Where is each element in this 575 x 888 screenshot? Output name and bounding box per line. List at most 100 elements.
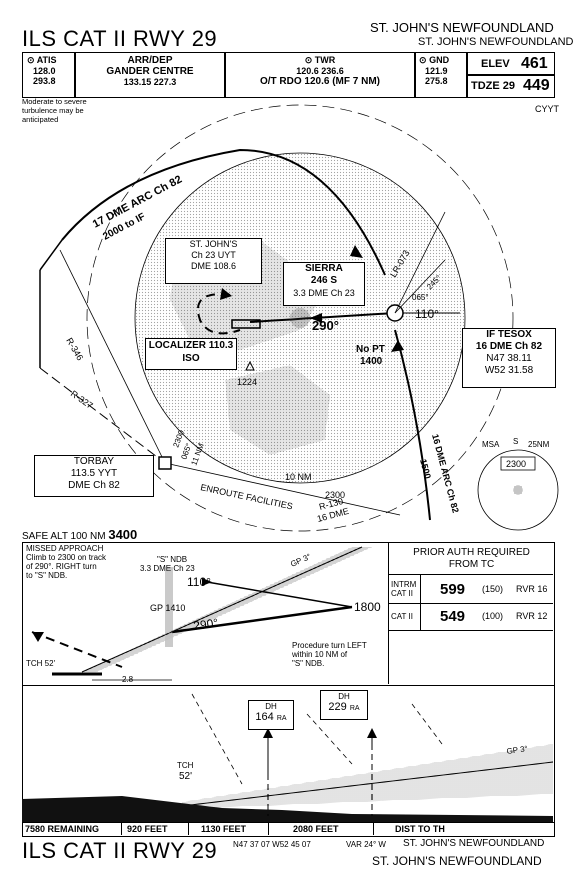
glidepath-line (81, 546, 363, 673)
obstacle-label: 1224 (237, 377, 257, 387)
arc16-altitude: 1500 (418, 458, 433, 480)
tdze-box: TDZE 29 449 (466, 74, 555, 98)
gp-label: GP 3° (289, 552, 312, 569)
no-pt-label: No PT (356, 344, 385, 355)
safe-altitude: SAFE ALT 100 NM 3400 (22, 527, 138, 542)
profile-frame (22, 542, 555, 686)
r130-alt-label: 2300 (325, 490, 345, 500)
terrain-silhouette (22, 796, 553, 822)
dh2-box: DH 229 RA (320, 690, 368, 720)
holding-turn (197, 293, 241, 335)
atis-icon: ⊙ (27, 55, 35, 65)
missed-track (411, 703, 443, 745)
minima-row: CAT II 549 (100) RVR 12 (388, 602, 553, 631)
missed-line3: of 290°. RIGHT turn (26, 562, 97, 571)
footer-location1: ST. JOHN'S NEWFOUNDLAND (403, 838, 545, 849)
radial-065-label: 065° (412, 293, 429, 302)
outbound-course-label: 110° (415, 307, 439, 321)
enroute-label: ENROUTE FACILITIES (200, 482, 294, 511)
missed-arrow-icon (32, 632, 44, 642)
msa-alt-box (500, 456, 536, 471)
location-primary: ST. JOHN'S NEWFOUNDLAND (370, 20, 554, 35)
missed-approach-line (31, 631, 123, 668)
obstacle-icon (245, 360, 255, 371)
glidepath-line (181, 761, 553, 807)
pt-altitude-label: 1800 (354, 600, 381, 614)
radial-346-label: R-346 (64, 336, 85, 362)
terrain-patch (225, 365, 330, 455)
torbay-box: TORBAY 113.5 YYT DME Ch 82 (34, 455, 154, 497)
gp-altitude-label: GP 1410 (150, 603, 185, 613)
dh1-arrow-icon (263, 728, 273, 738)
ten-nm-ring (134, 152, 466, 484)
arc-lead (39, 239, 63, 271)
radial-327-label: R-327 (69, 388, 95, 410)
terrain-tch-value: 52' (179, 771, 192, 782)
terrain-gp-label: GP 3° (506, 744, 528, 756)
msa-alt: 2300 (506, 459, 526, 469)
elev-box: ELEV 461 (466, 52, 555, 76)
terrain-profile: TCH 52' GP 3° (22, 693, 553, 822)
footer-title: ILS CAT II RWY 29 (22, 838, 218, 863)
inbound-arrow-icon (310, 313, 322, 323)
radial-130 (164, 462, 401, 516)
footer-coords: N47 37 07 W52 45 07 (233, 840, 311, 849)
localizer-box: LOCALIZER 110.3 ISO (145, 338, 237, 370)
outbound-profile (206, 581, 353, 608)
turbulence-note: Moderate to severe turbulence may be ant… (22, 97, 87, 124)
chart-title: ILS CAT II RWY 29 (22, 26, 218, 51)
location-secondary: ST. JOHN'S NEWFOUNDLAND (418, 36, 574, 48)
arc16-arrow-icon (391, 340, 404, 352)
dme-arc-16 (394, 329, 431, 521)
crs-290-label: 290° (192, 616, 219, 633)
torbay-vortac-icon (158, 456, 172, 470)
arc16-label: 16 DME ARC Ch 82 (430, 433, 461, 514)
missed-line4: to "S" NDB. (26, 571, 67, 580)
minima-panel: PRIOR AUTH REQUIRED FROM TC (388, 542, 554, 684)
final-course (249, 312, 396, 323)
atis-box: ⊙ ATIS 128.0 293.8 (22, 52, 76, 98)
inbound-course-label: 290° (312, 318, 339, 333)
msa-radius: 25NM (528, 440, 550, 449)
terrain-tch-label: TCH (177, 761, 194, 770)
dh1-box: DH 164 RA (248, 700, 294, 730)
missed-track (306, 713, 353, 765)
crs-110-label: 110° (187, 575, 211, 589)
tower-box: ⊙ TWR 120.6 236.6 O/T RDO 120.6 (MF 7 NM… (224, 52, 416, 98)
localizer-icon (231, 319, 261, 329)
glidepath-shade (182, 744, 553, 809)
if-fix-box: IF TESOX 16 DME Ch 82 N47 38.11 W52 31.5… (462, 328, 556, 388)
msa-label: MSA (482, 440, 500, 449)
ground-icon: ⊙ (419, 55, 427, 65)
tch-label: TCH 52' (26, 659, 56, 668)
outbound-arrow-icon (202, 578, 212, 586)
outer-limit-ring (86, 104, 514, 532)
footer-variation: VAR 24° W (346, 840, 386, 849)
msa-fix: S (513, 437, 518, 446)
missed-line2: Climb to 2300 on track (26, 553, 107, 562)
msa-fix-icon (513, 485, 523, 495)
distance-label: 2.8 (122, 675, 134, 684)
turn-arrow-icon (220, 288, 232, 300)
ndb-marker (165, 567, 173, 647)
ndb-dme-label: 3.3 DME Ch 23 (140, 564, 195, 573)
radial-327 (59, 249, 166, 464)
pt-note2: within 10 NM of (291, 650, 348, 659)
arc-arrow-icon (350, 245, 363, 258)
arrdep-box: ARR/DEP GANDER CENTRE 133.15 227.3 (74, 52, 226, 98)
inbound-profile (171, 605, 353, 634)
profile-view: MISSED APPROACH Climb to 2300 on track o… (26, 544, 381, 684)
glidepath-shade (82, 547, 372, 674)
footer-location2: ST. JOHN'S NEWFOUNDLAND (372, 854, 542, 868)
sierra-ndb-icon (290, 308, 310, 328)
radial-065 (394, 259, 446, 314)
pt-note3: "S" NDB. (292, 659, 324, 668)
pt-note1: Procedure turn LEFT (292, 641, 367, 650)
airport-id: CYYT (535, 104, 560, 114)
missed-line1: MISSED APPROACH (26, 544, 104, 553)
sierra-ndb-box: SIERRA 246 S 3.3 DME Ch 23 (283, 262, 365, 306)
missed-track (191, 693, 243, 785)
no-pt-altitude: 1400 (360, 356, 383, 367)
